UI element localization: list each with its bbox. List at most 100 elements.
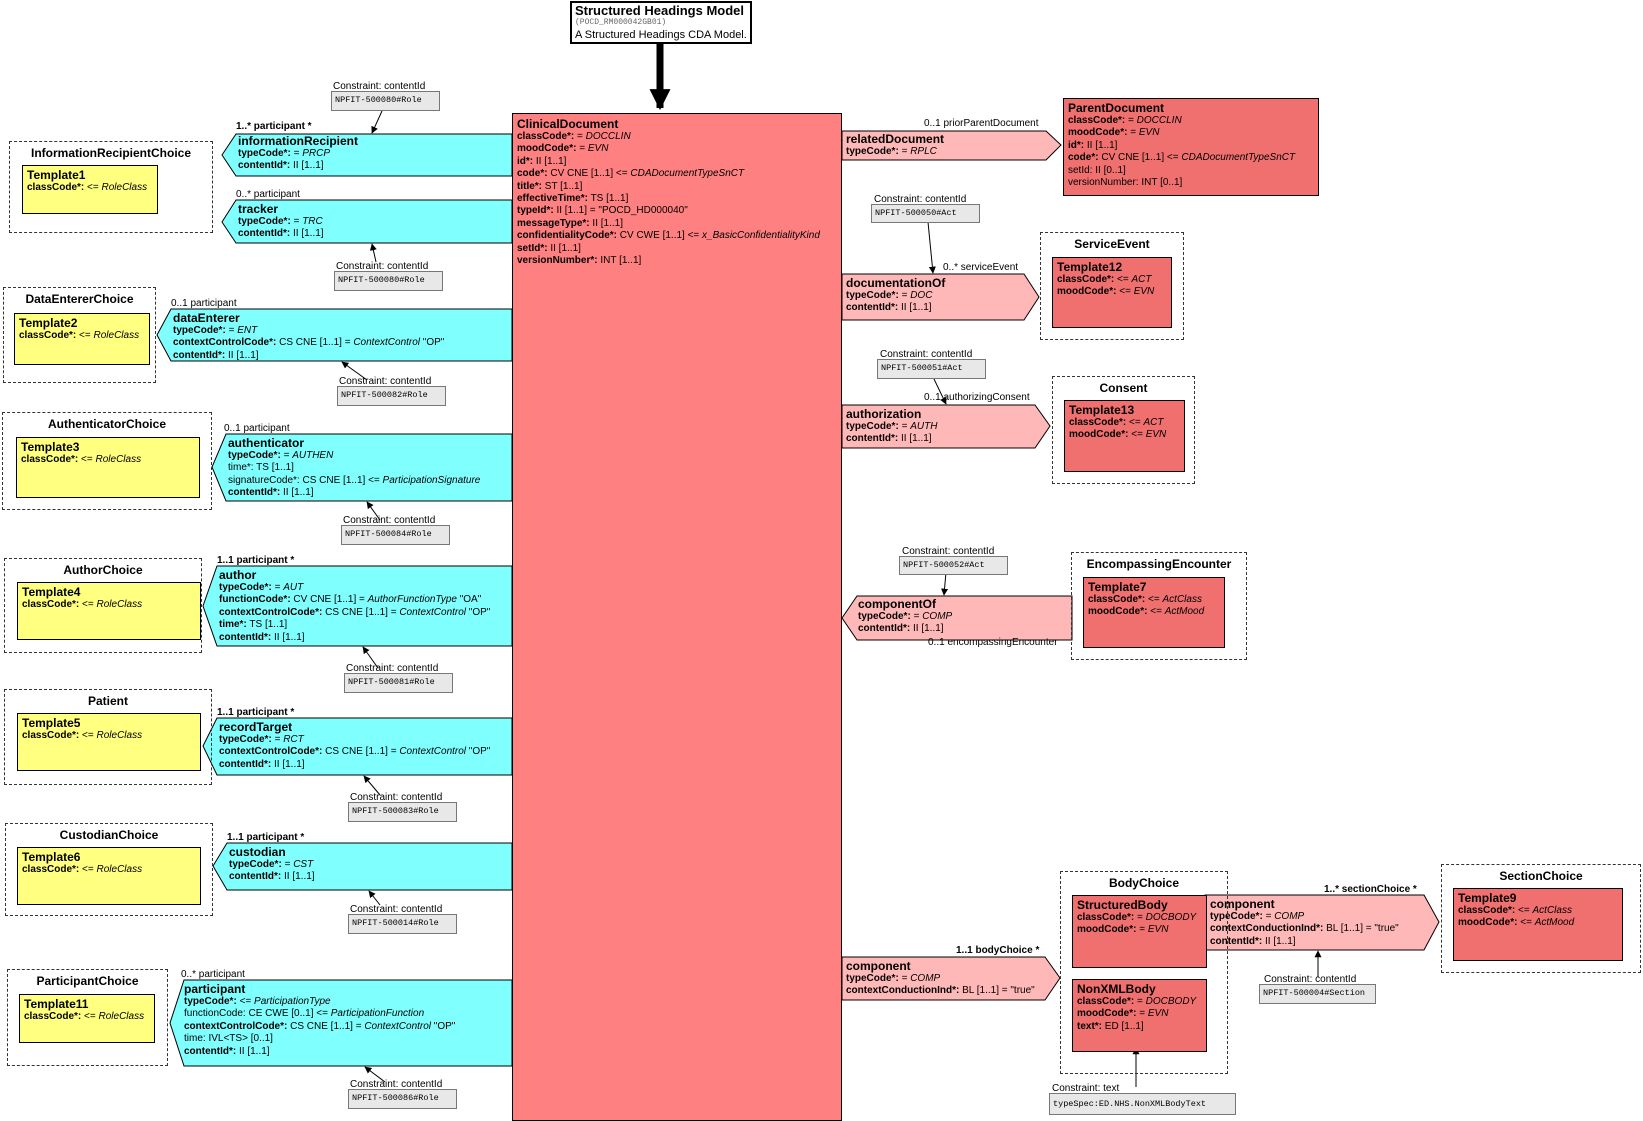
attribute-segment: CS CNE [1..1] = [322,606,400,618]
related-document-shape [841,130,1062,161]
data-enterer-choice: DataEntererChoice Template2 classCode*: … [3,287,156,383]
attribute-line: typeCode*: = DOC [846,290,945,302]
encompassing-encounter-choice-title: EncompassingEncounter [1086,557,1232,571]
body-choice: BodyChoice StructuredBody classCode*: = … [1060,871,1228,1074]
attribute-segment: ED [1..1] [1102,1020,1144,1032]
attribute-segment: INT [0..1] [1138,177,1183,189]
attribute-segment: classCode*: [1057,274,1115,285]
attribute-segment: time*: [228,462,254,474]
attribute-segment: contentId*: [238,160,291,172]
model-code: (POCD_RM000042GB01) [575,18,667,27]
attribute-segment: RoleClass [96,599,143,610]
attribute-segment: typeCode*: [219,582,272,593]
attribute-line: id*: II [1..1] [517,156,837,168]
attribute-line: classCode*: = DOCCLIN [1068,115,1314,127]
attribute-segment: II [1..1] [236,1045,270,1057]
parent-document-title: ParentDocument [1068,101,1165,115]
tracker-constraint-label: Constraint: contentId [336,261,429,272]
template1-box: Template1 classCode*: <= RoleClass [22,165,158,214]
authenticator-constraint-label: Constraint: contentId [343,515,436,526]
authenticator-name: authenticator [228,436,305,450]
attribute-segment: code*: [517,168,548,180]
template4-box: Template4 classCode*: <= RoleClass [17,582,201,640]
attribute-line: typeCode*: = RCT [219,734,490,746]
component-name: component [846,959,911,973]
attribute-segment: = [898,146,911,157]
attribute-line: contentId*: II [1..1] [858,623,952,635]
attribute-segment: DOC [910,290,933,301]
non-xml-body-constraint-label: Constraint: text [1052,1083,1120,1094]
attribute-line: confidentialityCode*: CV CWE [1..1] <= x… [517,230,837,242]
attribute-segment: <= [1517,917,1535,929]
attribute-segment: "OP" [466,606,491,618]
attribute-segment: = [290,148,303,159]
attribute-segment: classCode*: [22,730,80,741]
clinical-document-title: ClinicalDocument [517,117,619,131]
attribute-segment: II [1..1] [1262,935,1296,947]
encompassing-encounter-choice: EncompassingEncounter Template7 classCod… [1071,552,1247,660]
documentation-of-label: 0..* serviceEvent [943,262,1019,273]
participant-constraint-code: NPFIT-500086#Role [348,1089,457,1109]
attribute-line: contentId*: II [1..1] [846,433,937,445]
attribute-line: contentId*: II [1..1] [184,1046,455,1058]
attribute-segment: RoleClass [101,182,148,193]
attribute-segment: contextControlCode*: [184,1020,288,1032]
template5-box: Template5 classCode*: <= RoleClass [17,713,201,771]
attribute-segment: II [1..1] [225,349,259,361]
template11-title: Template11 [24,997,89,1011]
attribute-segment: COMP [910,973,941,984]
information-recipient-choice-title: InformationRecipientChoice [30,146,191,160]
attribute-line: classCode*: <= RoleClass [21,454,195,466]
attribute-segment: moodCode*: [1458,917,1518,929]
attribute-line: typeCode*: = TRC [238,216,324,228]
authenticator-choice: AuthenticatorChoice Template3 classCode*… [2,412,212,510]
attribute-line: time*: TS [1..1] [228,462,480,474]
attribute-segment: typeCode*: [846,421,899,432]
component-of-label: 0..1 encompassingEncounter [928,637,1058,648]
attribute-line: signatureCode*: CS CNE [1..1] <= Partici… [228,475,480,487]
author-multiplicity: 1..1 participant * [217,555,295,566]
attribute-segment: contentId*: [846,433,899,445]
attribute-line: moodCode*: = EVN [1077,924,1202,936]
attribute-segment: BL [1..1] = "true" [1323,923,1399,935]
author-name: author [219,568,257,582]
attribute-line: classCode*: <= RoleClass [22,864,196,876]
attribute-segment: ParticipationFunction [330,1008,425,1020]
attribute-segment: ST [1..1] [542,180,583,192]
attribute-segment: classCode*: [1077,912,1135,923]
attribute-line: time: IVL<TS> [0..1] [184,1033,455,1045]
participant-constraint-label: Constraint: contentId [350,1079,443,1090]
tracker-multiplicity: 0..* participant [236,189,300,200]
attribute-segment: = [1262,911,1275,922]
attribute-segment: PRCP [302,148,330,159]
attribute-line: classCode*: <= RoleClass [22,730,196,742]
attribute-segment: EVN [1147,924,1169,936]
attribute-line: classCode*: <= ACT [1069,417,1180,429]
attribute-segment: DOCBODY [1145,912,1197,923]
component-of-constraint-label: Constraint: contentId [902,546,995,557]
attribute-segment: <= [84,182,102,193]
attribute-segment: classCode*: [22,864,80,875]
attribute-line: classCode*: <= ActClass [1458,905,1618,917]
attribute-segment: COMP [1274,911,1305,922]
attribute-segment: moodCode*: [1088,606,1148,618]
attribute-segment: TRC [302,216,323,227]
attribute-segment: EVN [1138,127,1160,139]
tracker-constraint-code: NPFIT-500080#Role [334,271,443,291]
template2-box: Template2 classCode*: <= RoleClass [14,313,150,365]
structured-body-title: StructuredBody [1077,898,1168,912]
documentation-of-constraint-label: Constraint: contentId [874,194,967,205]
template6-box: Template6 classCode*: <= RoleClass [17,847,201,905]
attribute-segment: II [1..1] [281,871,315,883]
model-description: A Structured Headings CDA Model. [575,29,747,41]
attribute-segment: contentId*: [184,1045,237,1057]
